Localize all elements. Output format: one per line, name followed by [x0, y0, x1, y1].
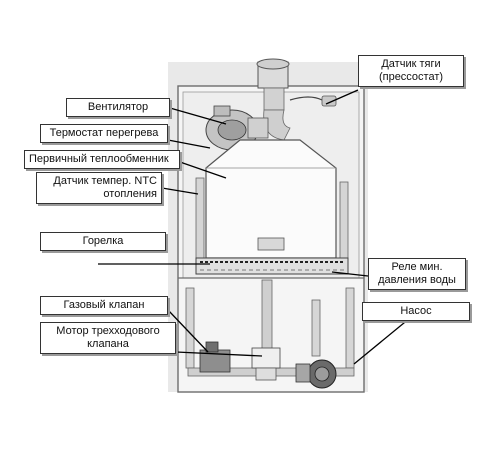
- label-burner-text: Горелка: [82, 235, 124, 247]
- label-overheat-thermostat: Термостат перегрева: [40, 124, 168, 143]
- label-primary-heat-exchanger: Первичный теплообменник: [24, 150, 180, 169]
- burner-device: [195, 257, 349, 275]
- leader-ntc-sensor: [161, 187, 199, 195]
- label-pump-text: Насос: [400, 305, 432, 317]
- label-three-way-valve-motor-line1: Мотор трехходового: [56, 325, 160, 337]
- leader-primary-heat-exchanger: [179, 161, 227, 179]
- label-primary-heat-exchanger-text: Первичный теплообменник: [29, 153, 169, 165]
- label-draft-sensor-line2: (прессостат): [378, 71, 444, 83]
- label-min-pressure-relay-line1: Реле мин.: [391, 261, 443, 273]
- label-ntc-sensor-line2: отопления: [103, 188, 157, 200]
- label-gas-valve: Газовый клапан: [40, 296, 168, 315]
- leader-min-pressure-relay: [331, 271, 369, 277]
- leader-pump: [353, 317, 411, 365]
- leader-draft-sensor: [325, 89, 359, 105]
- label-min-pressure-relay-line2: давления воды: [378, 274, 456, 286]
- label-ntc-sensor: Датчик темпер. NTC отопления: [36, 172, 162, 204]
- heat-exchanger: [205, 139, 337, 259]
- leader-lines: [98, 89, 411, 365]
- label-draft-sensor: Датчик тяги (прессостат): [358, 55, 464, 87]
- leader-overheat-thermostat: [167, 139, 211, 149]
- label-ntc-sensor-line1: Датчик темпер. NTC: [53, 175, 157, 187]
- leader-gas-valve: [167, 309, 209, 353]
- leader-fan: [169, 107, 227, 125]
- label-fan: Вентилятор: [66, 98, 170, 117]
- draft-sensor-device: [289, 95, 337, 107]
- label-pump: Насос: [362, 302, 470, 321]
- label-gas-valve-text: Газовый клапан: [63, 299, 145, 311]
- pump-device: [295, 359, 337, 389]
- label-min-pressure-relay: Реле мин. давления воды: [368, 258, 466, 290]
- gas-valve-device: [199, 341, 231, 373]
- label-three-way-valve-motor-line2: клапана: [87, 338, 129, 350]
- label-overheat-thermostat-text: Термостат перегрева: [49, 127, 159, 139]
- leader-three-way-valve: [175, 351, 263, 357]
- three-way-valve-motor-device: [251, 347, 281, 381]
- label-draft-sensor-line1: Датчик тяги: [381, 58, 441, 70]
- label-fan-text: Вентилятор: [87, 101, 149, 113]
- label-three-way-valve-motor: Мотор трехходового клапана: [40, 322, 176, 354]
- label-burner: Горелка: [40, 232, 166, 251]
